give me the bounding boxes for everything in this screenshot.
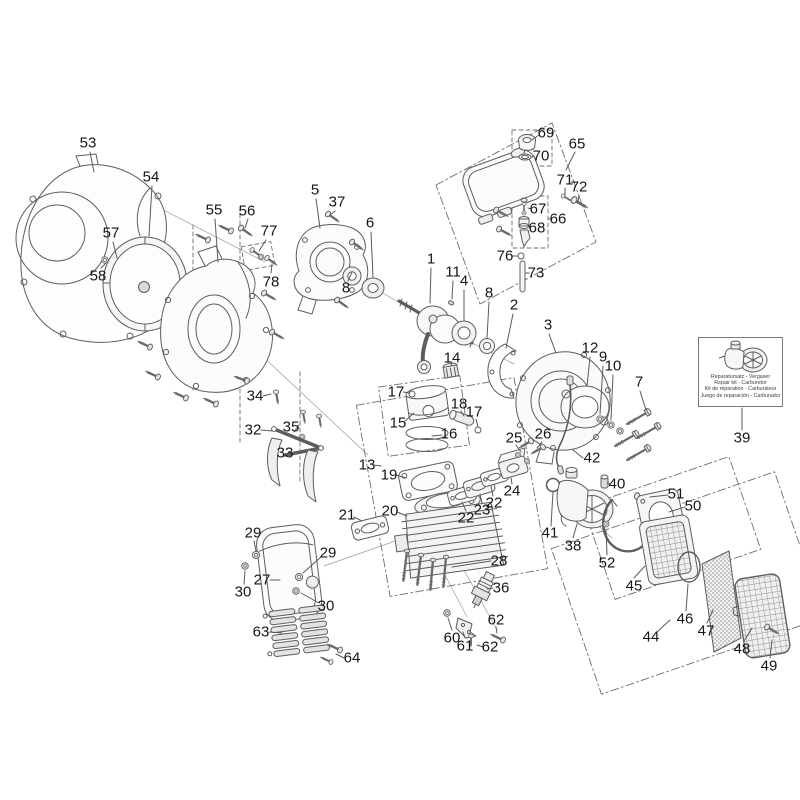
crankcase-left-art: [293, 208, 369, 315]
intake-art: [447, 435, 548, 507]
repair-kit-box: Reparatursatz - Vergaser Repair kit - Ca…: [698, 337, 783, 407]
fuel-tank-art: [462, 134, 591, 293]
backplate-housing-art: [160, 245, 273, 393]
piston-art: [405, 385, 482, 452]
muffler-art: [241, 524, 345, 667]
kit-text-fr: Kit de réparation - Carburateur: [704, 386, 777, 393]
kit-text-es: Juego de reparación - Carburador: [700, 392, 781, 399]
exhaust-gasket-art: [350, 515, 390, 541]
kit-text-de: Reparatursatz - Vergaser: [710, 374, 771, 380]
crankshaft-art: [397, 298, 495, 379]
bearing-seal-art: [342, 266, 385, 299]
mount-bracket-art: [267, 388, 325, 503]
air-filter-art: [602, 488, 791, 659]
carburetor-icon: [718, 340, 767, 373]
leader-lines: [89, 134, 773, 659]
carburetor-art: [545, 375, 614, 529]
crankcase-right-art: [487, 343, 663, 465]
kit-text-en: Repair kit - Carburetor: [714, 380, 767, 387]
